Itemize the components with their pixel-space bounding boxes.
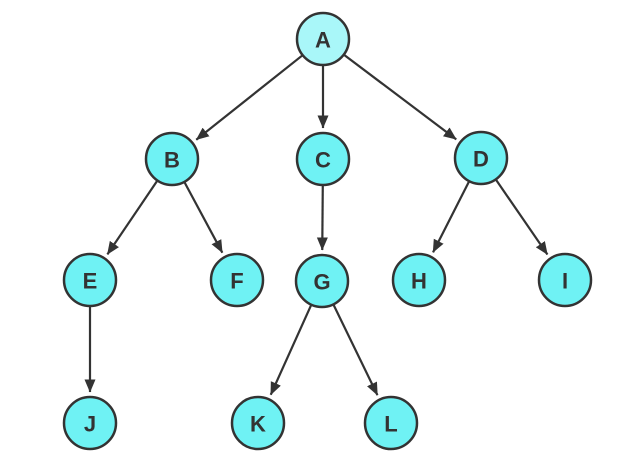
tree-node-J[interactable]: J (62, 395, 118, 451)
node-circle-E[interactable] (62, 252, 118, 308)
tree-node-G[interactable]: G (294, 253, 350, 309)
node-circle-H[interactable] (391, 252, 447, 308)
tree-edge-A-B (195, 54, 304, 141)
tree-node-H[interactable]: H (391, 252, 447, 308)
node-circle-J[interactable] (62, 395, 118, 451)
node-label-L: L (384, 412, 397, 437)
tree-edge-D-I (494, 178, 549, 256)
tree-edge-G-L (332, 303, 379, 396)
tree-node-F[interactable]: F (209, 252, 265, 308)
node-circle-L[interactable] (363, 395, 419, 451)
tree-node-E[interactable]: E (62, 252, 118, 308)
node-label-B: B (164, 148, 180, 173)
tree-node-I[interactable]: I (537, 252, 593, 308)
node-circle-G[interactable] (294, 253, 350, 309)
node-circle-K[interactable] (230, 395, 286, 451)
tree-node-K[interactable]: K (230, 395, 286, 451)
node-circle-C[interactable] (295, 131, 351, 187)
tree-edge-G-K (269, 304, 313, 396)
tree-node-L[interactable]: L (363, 395, 419, 451)
tree-edge-B-E (106, 179, 159, 255)
node-label-G: G (313, 270, 330, 295)
tree-node-A[interactable]: A (295, 11, 351, 67)
node-label-D: D (473, 147, 489, 172)
node-circle-F[interactable] (209, 252, 265, 308)
node-circle-D[interactable] (453, 130, 509, 186)
node-label-K: K (250, 412, 266, 437)
node-label-C: C (315, 148, 331, 173)
node-label-H: H (411, 269, 427, 294)
tree-node-C[interactable]: C (295, 131, 351, 187)
node-label-A: A (315, 28, 331, 53)
node-circle-B[interactable] (144, 131, 200, 187)
node-label-I: I (562, 269, 568, 294)
tree-edge-B-F (183, 181, 224, 254)
tree-node-D[interactable]: D (453, 130, 509, 186)
node-label-F: F (230, 269, 243, 294)
tree-edge-C-G (316, 184, 328, 251)
tree-node-B[interactable]: B (144, 131, 200, 187)
node-label-E: E (83, 269, 98, 294)
node-circle-I[interactable] (537, 252, 593, 308)
tree-edge-A-D (343, 53, 457, 141)
node-circle-A[interactable] (295, 11, 351, 67)
node-label-J: J (84, 412, 96, 437)
tree-edge-D-H (432, 180, 471, 253)
